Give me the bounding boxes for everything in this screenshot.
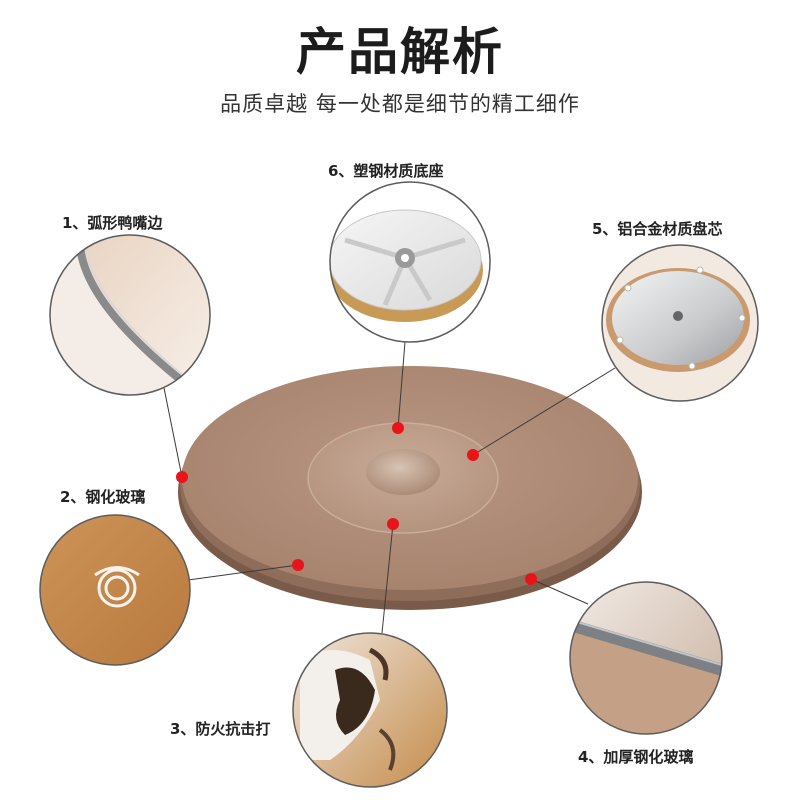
feature-label-5: 5、铝合金材质盘芯 — [592, 220, 723, 238]
feature-label-1: 1、弧形鸭嘴边 — [62, 214, 163, 232]
detail-curved-edge — [49, 234, 211, 396]
callout-lines — [162, 341, 616, 634]
marker-5 — [467, 449, 479, 461]
line-2 — [187, 564, 299, 581]
feature-label-3: 3、防火抗击打 — [170, 720, 271, 738]
marker-6 — [392, 422, 404, 434]
marker-2 — [292, 559, 304, 571]
marker-1 — [176, 471, 188, 483]
page-title: 产品解析 — [296, 23, 504, 81]
line-5 — [472, 367, 616, 456]
line-4 — [530, 578, 589, 605]
detail-aluminum-core — [601, 244, 759, 402]
feature-label-6: 6、塑钢材质底座 — [328, 162, 444, 180]
page-subtitle: 品质卓越 每一处都是细节的精工细作 — [220, 92, 580, 116]
detail-fireproof — [292, 632, 448, 788]
line-3 — [381, 523, 394, 634]
callout-markers — [176, 422, 537, 585]
feature-label-2: 2、钢化玻璃 — [60, 488, 146, 506]
brand-logo-icon — [94, 566, 140, 608]
feature-label-4: 4、加厚钢化玻璃 — [578, 748, 694, 766]
marker-4 — [525, 573, 537, 585]
detail-tempered-glass — [39, 514, 191, 666]
turntable-glass — [178, 366, 642, 610]
detail-plastic-base — [329, 181, 491, 343]
detail-thick-glass — [569, 581, 723, 735]
line-6 — [397, 341, 406, 429]
aluminum-core — [366, 449, 440, 495]
marker-3 — [387, 518, 399, 530]
line-1 — [162, 382, 183, 478]
